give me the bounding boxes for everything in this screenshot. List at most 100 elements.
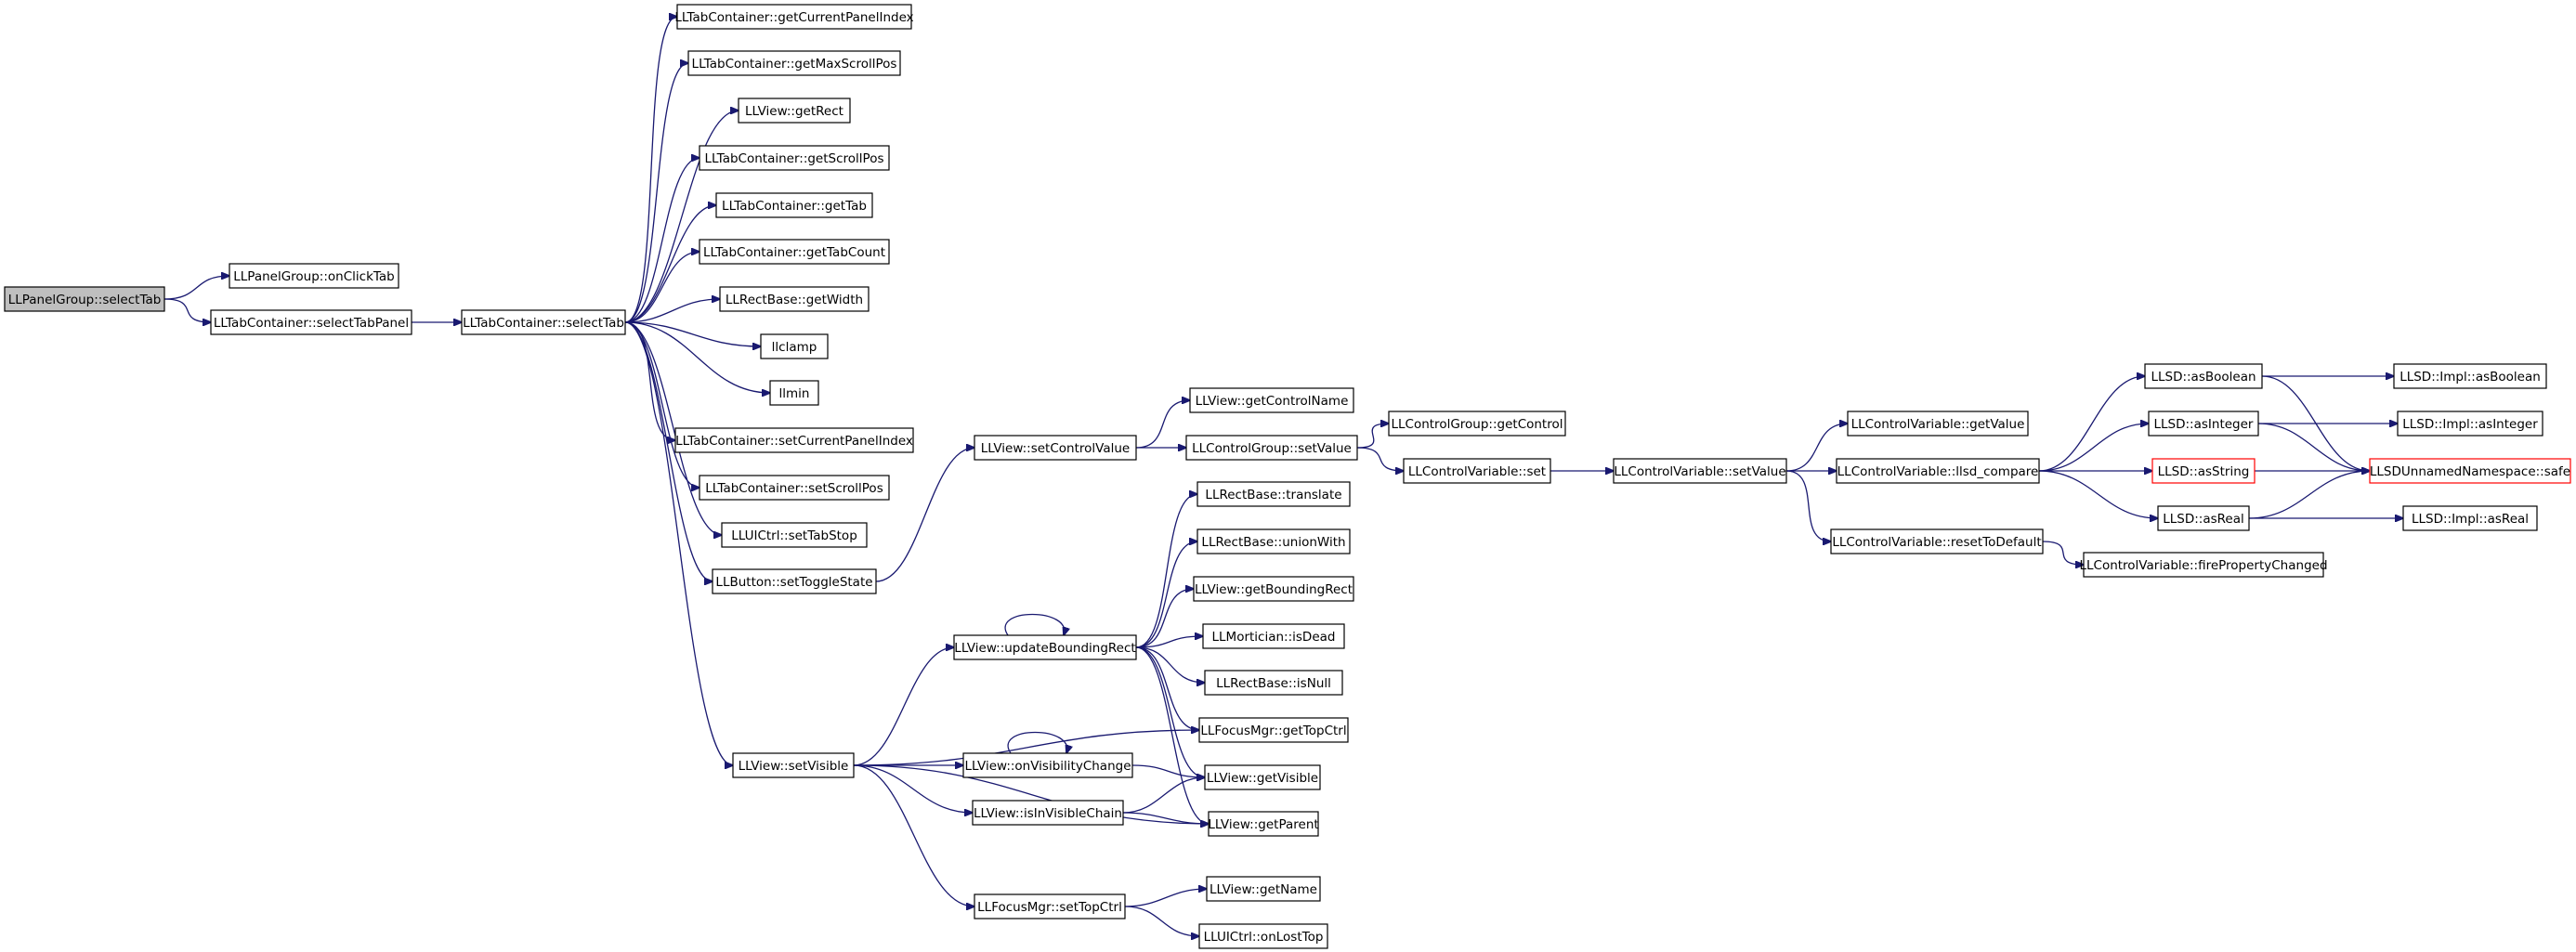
node-label: LLControlGroup::getControl (1391, 417, 1563, 432)
node-impl-as-real[interactable]: LLSD::Impl::asReal (2402, 505, 2538, 531)
node-label: LLView::getBoundingRect (1195, 582, 1353, 597)
node-label: LLView::getName (1210, 882, 1317, 897)
edge-update-bounding-rect-to-get-parent (1135, 646, 1209, 824)
node-set-scroll-pos[interactable]: LLTabContainer::setScrollPos (699, 475, 890, 501)
node-union-with[interactable]: LLRectBase::unionWith (1196, 528, 1351, 554)
node-cv-set-value[interactable]: LLControlVariable::setValue (1613, 458, 1787, 484)
node-select-tab[interactable]: LLTabContainer::selectTab (461, 309, 626, 335)
node-label: LLSD::asInteger (2154, 417, 2254, 432)
node-label: LLRectBase::getWidth (726, 293, 863, 307)
node-set-top-ctrl[interactable]: LLFocusMgr::setTopCtrl (974, 893, 1126, 919)
node-get-visible[interactable]: LLView::getVisible (1204, 764, 1321, 790)
node-on-visibility-change[interactable]: LLView::onVisibilityChange (962, 752, 1133, 778)
node-llmin[interactable]: llmin (769, 380, 819, 406)
edge-on-visibility-change-to-on-visibility-change (1007, 731, 1067, 754)
node-get-current-panel-index[interactable]: LLTabContainer::getCurrentPanelIndex (674, 4, 914, 30)
node-box (1198, 717, 1349, 743)
edge-update-bounding-rect-to-get-top-ctrl (1135, 646, 1199, 730)
node-label: LLView::isInVisibleChain (974, 806, 1122, 821)
node-box (1196, 528, 1351, 554)
node-cv-get-value[interactable]: LLControlVariable::getValue (1847, 411, 2029, 437)
node-box (719, 286, 870, 312)
node-impl-as-integer[interactable]: LLSD::Impl::asInteger (2397, 411, 2543, 437)
node-box (1208, 811, 1319, 837)
node-get-bounding-rect[interactable]: LLView::getBoundingRect (1193, 576, 1354, 602)
node-as-boolean[interactable]: LLSD::asBoolean (2144, 363, 2263, 389)
node-on-click-tab[interactable]: LLPanelGroup::onClickTab (229, 263, 399, 289)
node-get-control[interactable]: LLControlGroup::getControl (1388, 411, 1566, 437)
edge-set-top-ctrl-to-on-lost-top (1124, 906, 1199, 936)
node-label: LLSD::asBoolean (2151, 370, 2256, 385)
node-box (2397, 411, 2543, 437)
node-label: LLFocusMgr::setTopCtrl (977, 900, 1122, 915)
node-update-bounding-rect[interactable]: LLView::updateBoundingRect (953, 634, 1137, 660)
node-get-scroll-pos[interactable]: LLTabContainer::getScrollPos (699, 145, 890, 171)
node-is-in-visible-chain[interactable]: LLView::isInVisibleChain (972, 800, 1124, 826)
node-is-dead[interactable]: LLMortician::isDead (1202, 623, 1345, 649)
node-label: LLMortician::isDead (1212, 630, 1336, 645)
node-box (962, 752, 1133, 778)
edge-select-tab-to-llmin (624, 321, 770, 393)
node-box (229, 263, 399, 289)
node-label: LLRectBase::translate (1205, 488, 1341, 502)
node-set-tab-stop[interactable]: LLUICtrl::setTabStop (721, 522, 868, 548)
node-get-parent[interactable]: LLView::getParent (1208, 811, 1319, 837)
edge-update-bounding-rect-to-translate (1135, 494, 1197, 648)
node-get-rect[interactable]: LLView::getRect (738, 98, 851, 124)
edge-select-tab-to-get-width (624, 299, 720, 323)
node-label: LLTabContainer::selectTabPanel (214, 316, 409, 331)
node-as-integer[interactable]: LLSD::asInteger (2148, 411, 2259, 437)
node-get-control-name[interactable]: LLView::getControlName (1189, 387, 1354, 413)
node-root[interactable]: LLPanelGroup::selectTab (4, 286, 165, 312)
node-as-real[interactable]: LLSD::asReal (2157, 505, 2250, 531)
edge-select-tab-to-get-max-scroll-pos (624, 63, 688, 323)
node-label: LLView::getVisible (1207, 771, 1318, 786)
node-label: llmin (779, 386, 810, 401)
node-set-visible[interactable]: LLView::setVisible (732, 752, 855, 778)
node-translate[interactable]: LLRectBase::translate (1196, 481, 1351, 507)
node-llclamp[interactable]: llclamp (760, 333, 829, 359)
node-label: LLSD::asString (2158, 464, 2250, 479)
node-label: LLPanelGroup::onClickTab (233, 269, 395, 284)
node-label: LLView::onVisibilityChange (964, 759, 1131, 774)
edge-root-to-on-click-tab (163, 276, 229, 300)
node-impl-as-boolean[interactable]: LLSD::Impl::asBoolean (2393, 363, 2547, 389)
node-reset-to-default[interactable]: LLControlVariable::resetToDefault (1830, 528, 2044, 554)
node-fire-property-changed[interactable]: LLControlVariable::firePropertyChanged (2079, 552, 2328, 578)
node-set-toggle-state[interactable]: LLButton::setToggleState (712, 568, 877, 594)
edge-llsd-compare-to-as-real (2038, 470, 2158, 518)
node-on-lost-top[interactable]: LLUICtrl::onLostTop (1198, 923, 1328, 949)
node-as-string[interactable]: LLSD::asString (2151, 458, 2256, 484)
node-is-null[interactable]: LLRectBase::isNull (1204, 670, 1343, 696)
node-select-tab-panel[interactable]: LLTabContainer::selectTabPanel (210, 309, 412, 335)
node-box (1196, 481, 1351, 507)
edge-update-bounding-rect-to-is-dead (1135, 636, 1203, 648)
node-label: LLRectBase::unionWith (1201, 535, 1345, 550)
node-box (1403, 458, 1551, 484)
edge-set-top-ctrl-to-get-name (1124, 889, 1207, 907)
node-label: LLView::getControlName (1196, 394, 1349, 409)
node-box (699, 145, 890, 171)
node-get-width[interactable]: LLRectBase::getWidth (719, 286, 870, 312)
edge-set-visible-to-set-top-ctrl (853, 764, 974, 906)
node-get-top-ctrl[interactable]: LLFocusMgr::getTopCtrl (1198, 717, 1349, 743)
node-safe[interactable]: LLSDUnnamedNamespace::safe (2369, 458, 2571, 484)
node-box (4, 286, 165, 312)
node-llsd-compare[interactable]: LLControlVariable::llsd_compare (1836, 458, 2040, 484)
edge-select-tab-to-get-current-panel-index (624, 17, 677, 323)
node-get-name[interactable]: LLView::getName (1206, 876, 1321, 902)
node-cg-set-value[interactable]: LLControlGroup::setValue (1185, 435, 1358, 461)
node-get-tab-count[interactable]: LLTabContainer::getTabCount (699, 239, 890, 265)
node-set-control-value[interactable]: LLView::setControlValue (974, 435, 1137, 461)
edge-cg-set-value-to-get-control (1356, 424, 1389, 449)
edge-select-tab-to-llclamp (624, 321, 761, 346)
node-label: LLTabContainer::setScrollPos (705, 481, 883, 496)
node-box (2083, 552, 2324, 578)
edge-is-in-visible-chain-to-get-visible (1122, 777, 1205, 814)
node-label: LLControlGroup::setValue (1192, 441, 1352, 456)
node-get-tab[interactable]: LLTabContainer::getTab (715, 192, 873, 218)
edge-select-tab-to-get-scroll-pos (624, 158, 700, 323)
node-get-max-scroll-pos[interactable]: LLTabContainer::getMaxScrollPos (687, 50, 901, 76)
node-cv-set[interactable]: LLControlVariable::set (1403, 458, 1551, 484)
node-set-current-panel-index[interactable]: LLTabContainer::setCurrentPanelIndex (674, 427, 914, 453)
